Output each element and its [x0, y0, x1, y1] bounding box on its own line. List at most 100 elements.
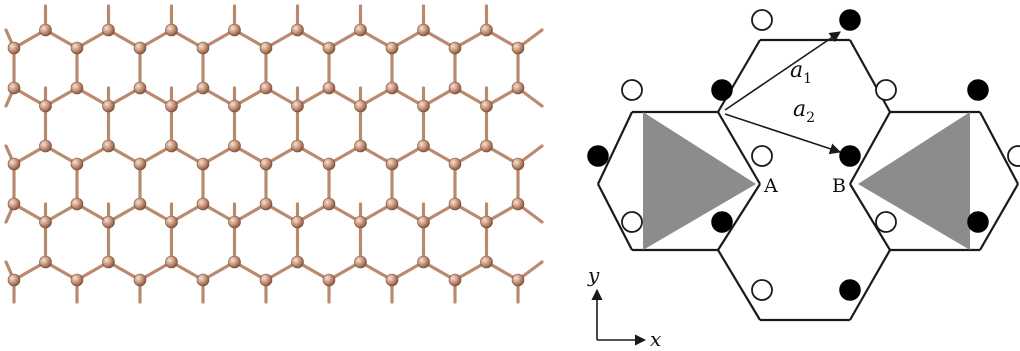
lattice-atom	[39, 139, 52, 153]
hexagon-edges	[597, 38, 1019, 322]
open-site	[621, 211, 643, 233]
axis-x-label: x	[650, 327, 661, 351]
filled-site	[587, 145, 609, 167]
lattice-atom	[70, 197, 84, 211]
filled-sites	[587, 9, 989, 301]
lattice-atom	[259, 41, 273, 55]
lattice-atom	[448, 157, 462, 171]
lattice-atom	[511, 157, 525, 171]
lattice-atom	[133, 273, 147, 287]
lattice-atom	[259, 157, 273, 171]
lattice-atom	[354, 215, 367, 229]
lattice-atom	[354, 255, 367, 269]
axis-indicator: y x	[587, 263, 661, 351]
open-site	[751, 9, 773, 31]
open-site	[621, 79, 643, 101]
lattice-atom	[165, 255, 178, 269]
lattice-atom	[102, 23, 115, 37]
lattice-atom	[196, 197, 210, 211]
lattice-atom	[196, 157, 210, 171]
lattice-atom	[511, 273, 525, 287]
lattice-atom	[480, 255, 493, 269]
open-site	[875, 211, 897, 233]
lattice-atom	[322, 81, 336, 95]
lattice-atom	[480, 99, 493, 113]
lattice-atom	[39, 99, 52, 113]
lattice-atom	[228, 215, 241, 229]
shaded-triangle-right	[858, 112, 970, 250]
lattice-atom	[448, 197, 462, 211]
filled-site	[839, 145, 861, 167]
shaded-triangle-left	[643, 112, 756, 250]
vector-a2-label: a2	[793, 97, 815, 126]
lattice-atom	[291, 139, 304, 153]
lattice-atom	[448, 41, 462, 55]
lattice-atom	[417, 215, 430, 229]
lattice-atom	[102, 215, 115, 229]
lattice-atom	[102, 99, 115, 113]
lattice-atom	[322, 273, 336, 287]
lattice-atom	[354, 23, 367, 37]
lattice-atom	[7, 157, 21, 171]
lattice-atom	[39, 255, 52, 269]
filled-site	[711, 211, 733, 233]
lattice-atom	[354, 99, 367, 113]
lattice-atom	[165, 215, 178, 229]
lattice-atom	[322, 197, 336, 211]
lattice-atom	[39, 23, 52, 37]
open-site	[1007, 145, 1020, 167]
lattice-vector-diagram: a1 a2 A B y x	[587, 9, 1020, 351]
lattice-atom	[7, 273, 21, 287]
lattice-atom	[480, 215, 493, 229]
lattice-atom	[511, 81, 525, 95]
lattice-atom	[228, 23, 241, 37]
lattice-atom	[7, 81, 21, 95]
lattice-atom	[7, 197, 21, 211]
lattice-atom	[448, 81, 462, 95]
lattice-atom	[322, 41, 336, 55]
open-sites	[621, 9, 1020, 301]
site-a-label: A	[763, 175, 778, 197]
lattice-atom	[133, 41, 147, 55]
lattice-atom	[259, 273, 273, 287]
lattice-atom	[196, 81, 210, 95]
lattice-atom	[102, 255, 115, 269]
lattice-atom	[291, 255, 304, 269]
lattice-atom	[417, 139, 430, 153]
lattice-atom	[70, 81, 84, 95]
lattice-atom	[102, 139, 115, 153]
lattice-atom	[511, 41, 525, 55]
lattice-atom	[354, 139, 367, 153]
lattice-atom	[39, 215, 52, 229]
open-site	[751, 145, 773, 167]
lattice-atom	[133, 81, 147, 95]
filled-site	[839, 9, 861, 31]
lattice-atom	[70, 273, 84, 287]
lattice-atom	[259, 197, 273, 211]
lattice-atom	[417, 23, 430, 37]
lattice-atom	[385, 41, 399, 55]
lattice-atom	[322, 157, 336, 171]
site-b-label: B	[832, 175, 846, 197]
lattice-atom	[417, 255, 430, 269]
lattice-atom	[511, 197, 525, 211]
lattice-atom	[196, 41, 210, 55]
lattice-atom	[133, 197, 147, 211]
lattice-atom	[165, 99, 178, 113]
filled-site	[839, 279, 861, 301]
lattice-atom	[70, 41, 84, 55]
lattice-atom	[165, 139, 178, 153]
lattice-atom	[259, 81, 273, 95]
lattice-atom	[228, 99, 241, 113]
filled-site	[711, 79, 733, 101]
honeycomb-lattice	[4, 4, 544, 304]
axis-y-label: y	[587, 263, 600, 287]
lattice-atom	[448, 273, 462, 287]
lattice-atom	[70, 157, 84, 171]
lattice-atom	[228, 139, 241, 153]
vector-a2-arrow	[724, 113, 842, 155]
vector-a1-arrow	[724, 31, 841, 111]
lattice-atom	[7, 41, 21, 55]
open-site	[875, 79, 897, 101]
